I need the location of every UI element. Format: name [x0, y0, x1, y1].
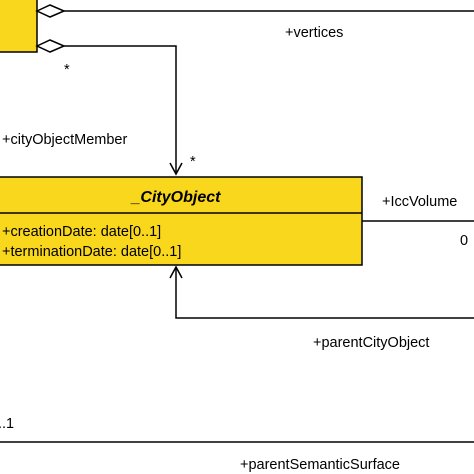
- member-arrowhead: [169, 162, 183, 176]
- vertices-label: +vertices: [285, 25, 343, 41]
- multiplicity-member: *: [190, 154, 196, 170]
- multiplicity-top: *: [64, 62, 70, 78]
- city-object-member-label: +cityObjectMember: [2, 132, 127, 148]
- parent-semantic-surface-label: +parentSemanticSurface: [240, 457, 400, 473]
- attribute-termination-date: +terminationDate: date[0..1]: [2, 244, 181, 260]
- parent-city-object-line: [175, 267, 474, 319]
- parent-city-object-label: +parentCityObject: [313, 335, 429, 351]
- top-class-box[interactable]: [0, 0, 38, 53]
- member-aggregation-diamond: [35, 39, 66, 53]
- parent-arrowhead: [169, 265, 183, 279]
- icc-multiplicity: 0: [460, 233, 468, 249]
- attribute-creation-date: +creationDate: date[0..1]: [2, 224, 161, 240]
- icc-volume-label: +IccVolume: [382, 194, 457, 210]
- city-object-member-line: [64, 45, 177, 172]
- vertices-aggregation-diamond: [35, 4, 66, 18]
- class-name: _CityObject: [131, 189, 222, 206]
- left-multiplicity: ..1: [0, 416, 14, 432]
- city-object-class[interactable]: _CityObject +creationDate: date[0..1] +t…: [0, 176, 363, 266]
